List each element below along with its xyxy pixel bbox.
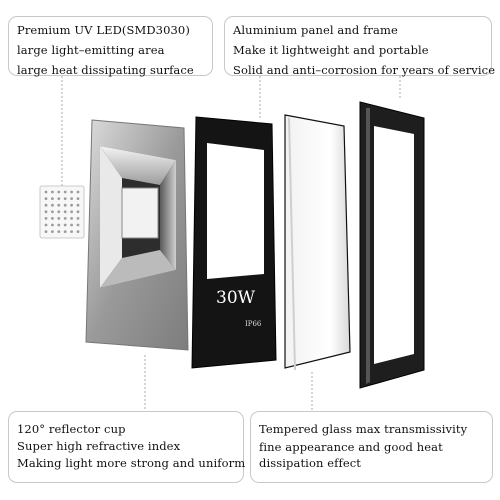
led-dot (76, 223, 80, 227)
led-dot (57, 197, 61, 201)
glass-callout: Tempered glass max transmissivity fine a… (250, 411, 493, 483)
led-dot (76, 230, 80, 234)
led-dot (51, 197, 54, 201)
leader-lines (61, 76, 401, 411)
wattage-label: 30W (216, 288, 256, 308)
led-dot (57, 223, 61, 227)
front-panel (191, 116, 277, 369)
callout-line: Premium UV LED(SMD3030) (17, 23, 190, 37)
led-dot (44, 190, 48, 194)
led-dot (51, 223, 54, 227)
led-dot (57, 217, 61, 220)
led-callout: Premium UV LED(SMD3030) large light–emit… (8, 16, 213, 77)
ip-rating-label: IP66 (245, 320, 262, 328)
callout-line: Aluminium panel and frame (233, 23, 398, 37)
led-dot (63, 203, 67, 207)
led-dot (70, 197, 73, 201)
callout-line: Making light more strong and uniform (17, 456, 246, 470)
led-dot (57, 190, 61, 194)
callout-line: large heat dissipating surface (17, 63, 194, 77)
led-dot (44, 223, 48, 227)
led-dot (76, 197, 80, 201)
reflector-cup (85, 119, 189, 351)
led-dot (63, 230, 67, 234)
led-dot (51, 203, 54, 207)
led-dot (44, 210, 48, 214)
tempered-glass (284, 114, 351, 371)
led-dot (70, 210, 73, 214)
callout-line: 120° reflector cup (17, 422, 126, 436)
led-dots (44, 190, 80, 234)
led-dot (70, 230, 73, 234)
led-dot (51, 230, 54, 234)
led-dot (63, 217, 67, 220)
led-dot (70, 217, 73, 220)
led-dot (44, 197, 48, 201)
aluminium-callout: Aluminium panel and frame Make it lightw… (224, 16, 495, 77)
led-dot (44, 230, 48, 234)
led-dot (70, 190, 73, 194)
led-dot (51, 210, 54, 214)
led-dot (76, 203, 80, 207)
led-dot (63, 197, 67, 201)
led-chip-board (39, 185, 85, 239)
reflector-callout: 120° reflector cup Super high refractive… (8, 411, 246, 483)
led-dot (76, 217, 80, 220)
led-dot (76, 190, 80, 194)
led-dot (57, 230, 61, 234)
callout-line: Super high refractive index (17, 439, 181, 453)
led-dot (51, 190, 54, 194)
aluminium-frame (359, 101, 425, 389)
callout-line: Tempered glass max transmissivity (259, 422, 468, 436)
callout-line: Solid and anti–corrosion for years of se… (233, 63, 496, 77)
led-dot (44, 217, 48, 220)
led-dot (76, 210, 80, 214)
led-dot (51, 217, 54, 220)
led-dot (57, 203, 61, 207)
led-dot (70, 223, 73, 227)
led-dot (63, 190, 67, 194)
callout-line: fine appearance and good heat dissipatio… (259, 440, 443, 470)
led-dot (57, 210, 61, 214)
led-dot (44, 203, 48, 207)
callout-line: Make it lightweight and portable (233, 43, 429, 57)
led-dot (63, 223, 67, 227)
led-dot (70, 203, 73, 207)
led-dot (63, 210, 67, 214)
callout-line: large light–emitting area (17, 43, 165, 57)
